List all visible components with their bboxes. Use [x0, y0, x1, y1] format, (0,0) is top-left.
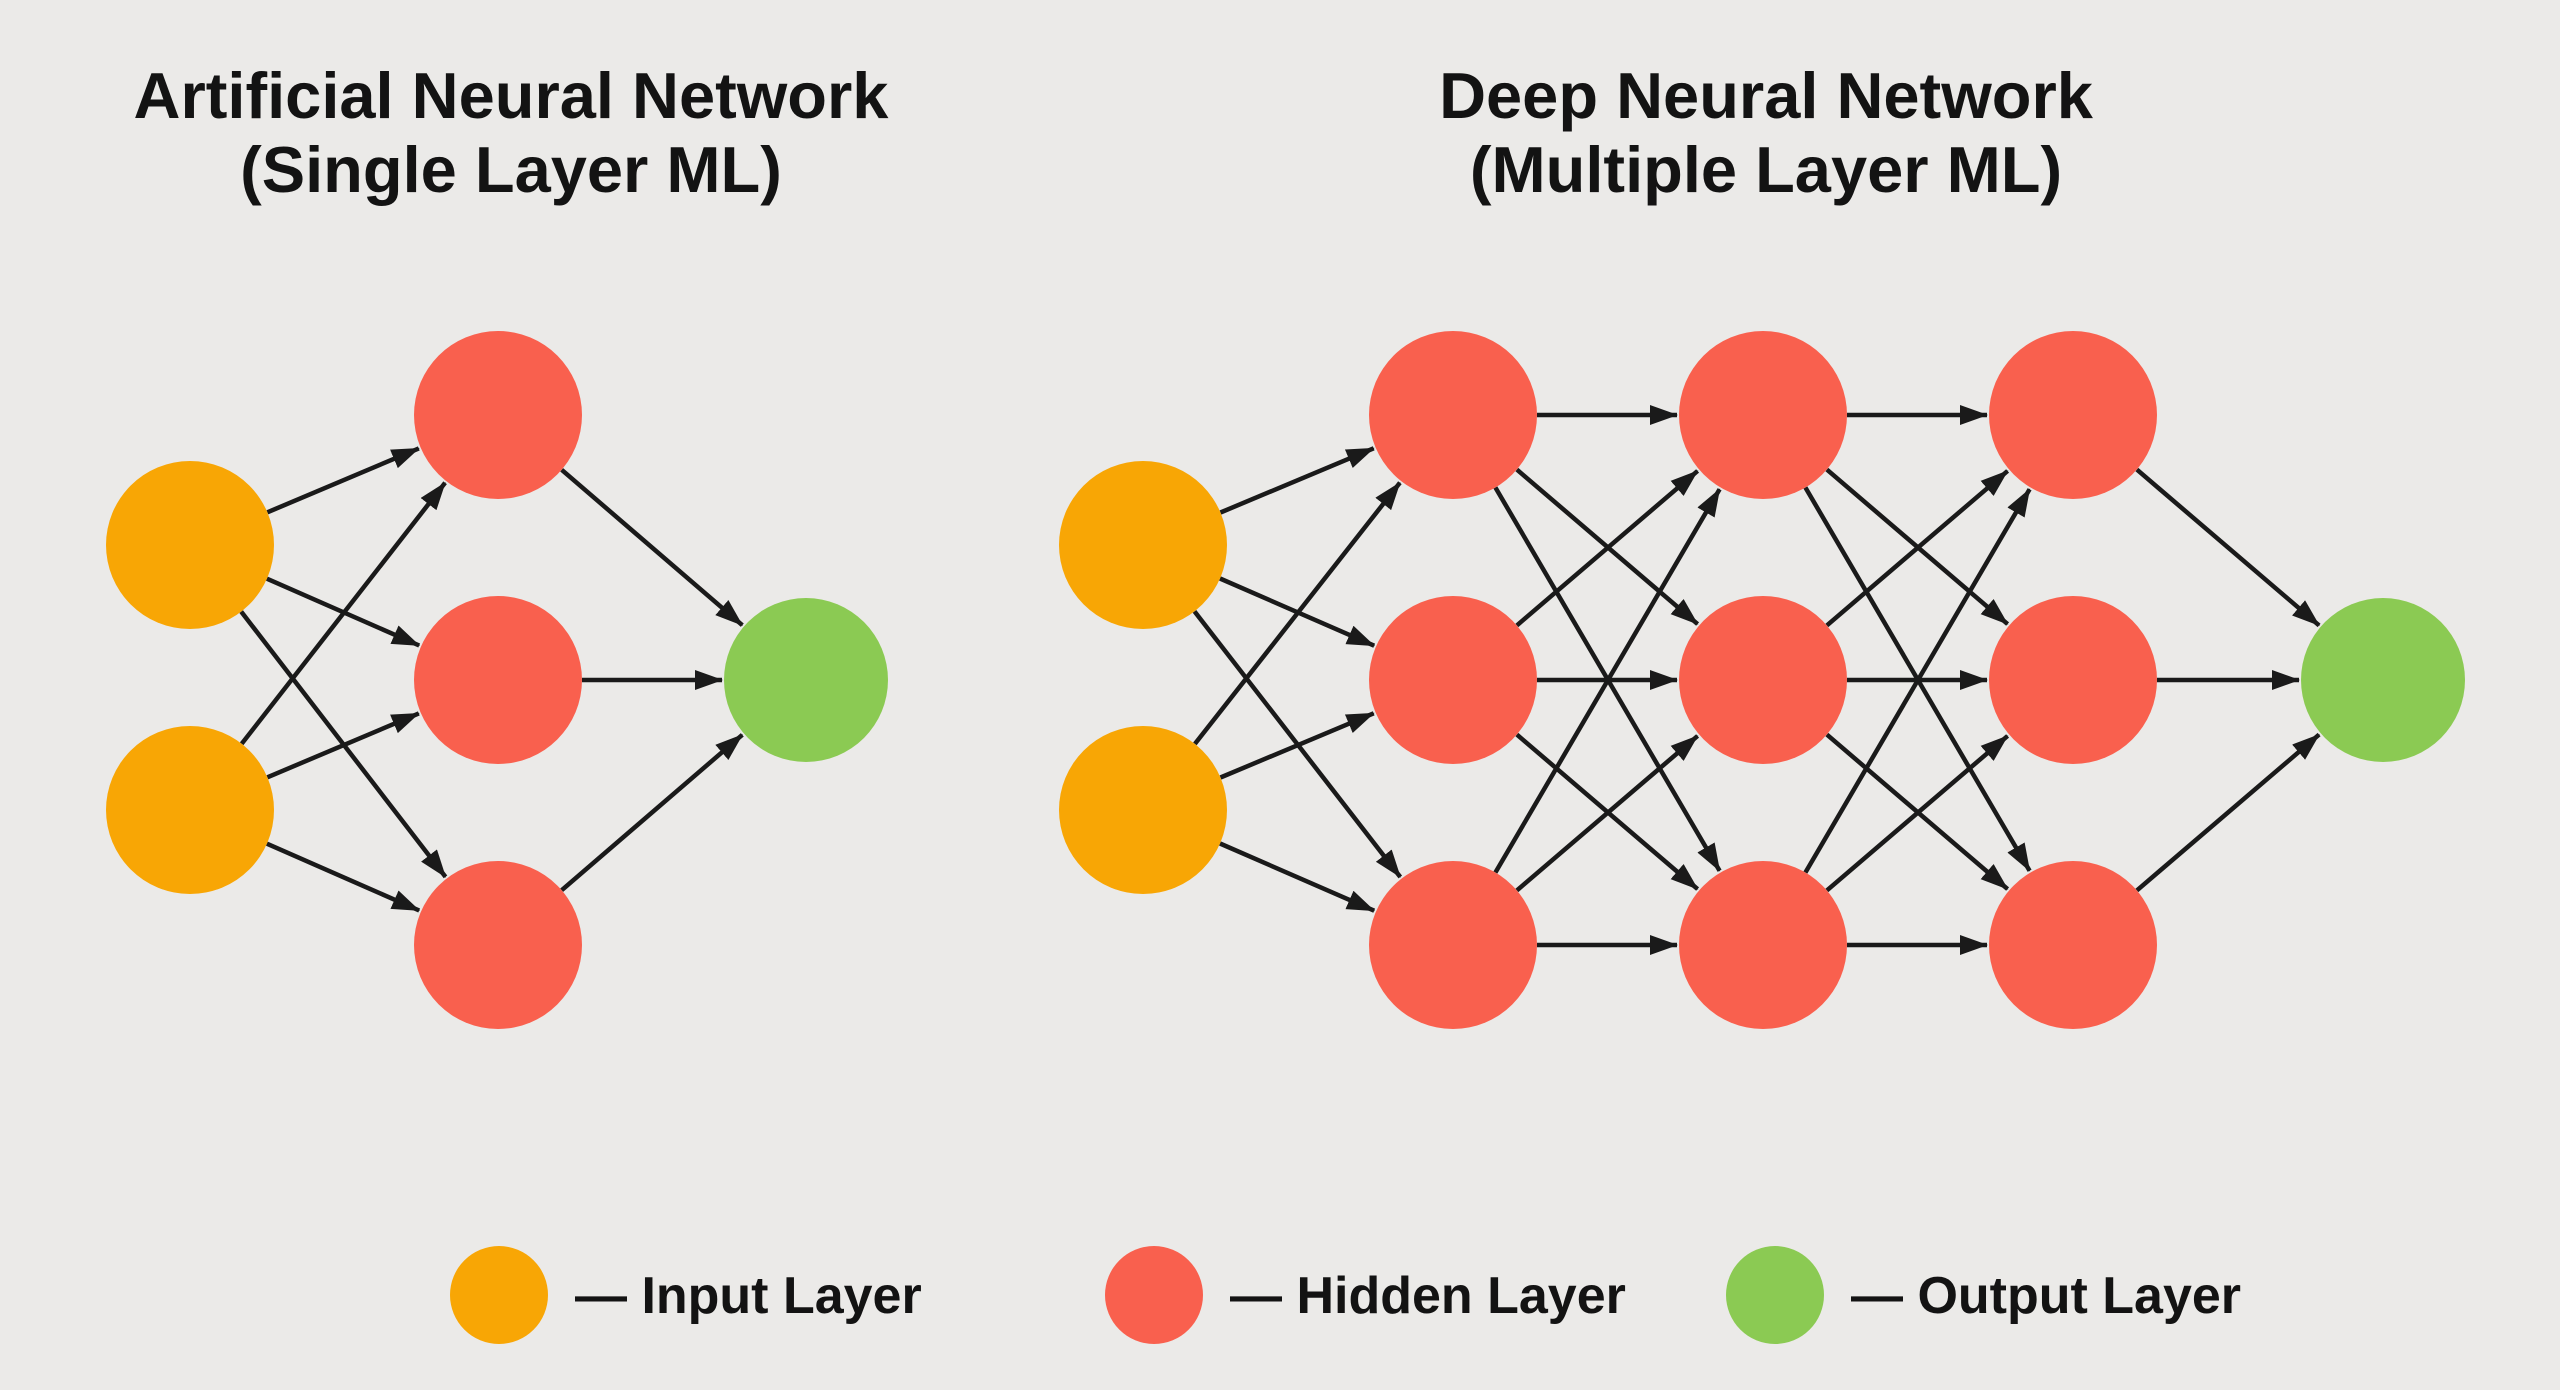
ann-hidden-node [414, 331, 582, 499]
dnn-input-node [1059, 726, 1227, 894]
dnn-hidden-node [1679, 861, 1847, 1029]
ann-edges [239, 446, 744, 913]
dnn-edge-arrow [2135, 732, 2321, 893]
legend-label-hidden: — Hidden Layer [1230, 1267, 1626, 1325]
dnn-edge-arrow [1219, 446, 1375, 515]
dnn-hidden-node [1989, 596, 2157, 764]
ann-title-line2: (Single Layer ML) [240, 133, 782, 206]
ann-hidden-node [414, 861, 582, 1029]
ann-output-node [724, 598, 888, 762]
input-layer-swatch [450, 1246, 548, 1344]
ann-title-line1: Artificial Neural Network [134, 59, 890, 132]
dnn-input-node [1059, 461, 1227, 629]
dnn-edge-arrow [1825, 469, 2010, 628]
dnn-hidden-node [1369, 331, 1537, 499]
ann-edge-arrow [560, 733, 744, 892]
dnn-edge-arrow [1219, 711, 1375, 780]
ann-edge-arrow [266, 446, 420, 515]
dnn-edge-arrow [1515, 469, 1700, 628]
dnn-output-node [2301, 598, 2465, 762]
dnn-title-line1: Deep Neural Network [1439, 59, 2094, 132]
dnn-hidden-node [1989, 331, 2157, 499]
ann-edge-arrow [560, 468, 744, 627]
dnn-hidden-node [1989, 861, 2157, 1029]
ann-nodes [106, 331, 888, 1029]
ann-edge-arrow [265, 841, 421, 913]
dnn-edge-arrow [2135, 467, 2321, 628]
dnn-hidden-node [1369, 596, 1537, 764]
dnn-title-line2: (Multiple Layer ML) [1470, 133, 2062, 206]
legend-item-hidden: — Hidden Layer [1105, 1246, 1626, 1344]
legend-item-output: — Output Layer [1726, 1246, 2241, 1344]
dnn-hidden-node [1369, 861, 1537, 1029]
dnn-diagram: Deep Neural Network (Multiple Layer ML) [1059, 59, 2465, 1029]
ann-input-node [106, 726, 274, 894]
legend-item-input: — Input Layer [450, 1246, 922, 1344]
legend: — Input Layer — Hidden Layer — Output La… [450, 1246, 2241, 1344]
legend-label-output: — Output Layer [1851, 1267, 2241, 1325]
dnn-hidden-node [1679, 331, 1847, 499]
dnn-edge-arrow [1803, 488, 2032, 874]
dnn-nodes [1059, 331, 2465, 1029]
dnn-edge-arrow [1515, 734, 1700, 893]
dnn-edge-arrow [1493, 488, 1722, 874]
output-layer-swatch [1726, 1246, 1824, 1344]
legend-label-input: — Input Layer [575, 1267, 922, 1325]
dnn-edge-arrow [1219, 841, 1376, 913]
ann-input-node [106, 461, 274, 629]
dnn-edge-arrow [1825, 734, 2010, 893]
dnn-edge-arrow [1193, 481, 1402, 746]
dnn-hidden-node [1679, 596, 1847, 764]
dnn-edges [1192, 405, 2321, 955]
hidden-layer-swatch [1105, 1246, 1203, 1344]
ann-diagram: Artificial Neural Network (Single Layer … [106, 59, 889, 1029]
ann-edge-arrow [239, 481, 447, 746]
ann-hidden-node [414, 596, 582, 764]
ann-edge-arrow [266, 711, 420, 780]
